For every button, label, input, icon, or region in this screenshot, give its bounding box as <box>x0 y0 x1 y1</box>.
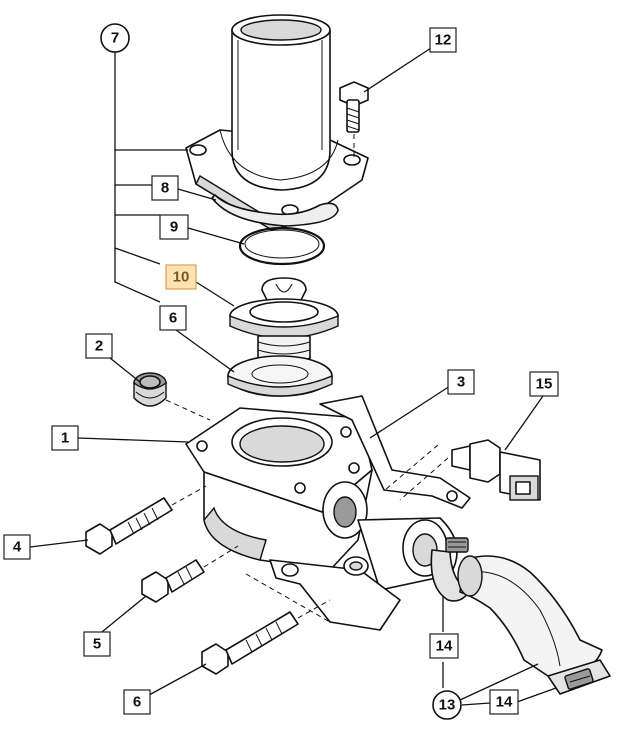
callout-4-text: 4 <box>13 539 22 556</box>
callout-2[interactable]: 2 <box>85 333 113 359</box>
leader-lines <box>29 47 557 706</box>
callout-15-text: 15 <box>536 376 553 393</box>
callout-5[interactable]: 5 <box>83 631 111 657</box>
callout-2-text: 2 <box>95 338 103 355</box>
part-13-hose[interactable] <box>457 555 603 681</box>
part-15-temp-sensor[interactable] <box>451 439 541 501</box>
part-2-plug[interactable] <box>133 372 167 407</box>
callout-10-text: 10 <box>173 269 190 286</box>
part-6-bolt[interactable] <box>201 611 299 675</box>
callout-1[interactable]: 1 <box>51 425 79 451</box>
part-9-gasket[interactable] <box>227 355 333 397</box>
part-4-bolt[interactable] <box>85 497 173 555</box>
part-8-o-ring[interactable] <box>211 194 339 227</box>
part-12-bolt[interactable] <box>339 81 369 133</box>
callout-7-text: 7 <box>111 30 119 47</box>
callout-11[interactable]: 9 <box>159 214 189 240</box>
callout-12[interactable]: 12 <box>429 27 457 53</box>
callout-15[interactable]: 15 <box>529 371 559 397</box>
callout-14-upper[interactable]: 14 <box>429 633 459 659</box>
part-5-bolt[interactable] <box>141 559 205 603</box>
callout-6[interactable]: 6 <box>123 689 151 715</box>
callout-5-text: 5 <box>93 636 101 653</box>
callout-14-upper-text: 14 <box>436 638 453 655</box>
callout-6-text: 6 <box>133 694 141 711</box>
callout-8-text: 8 <box>161 180 169 197</box>
callout-14-lower-text: 14 <box>496 694 513 711</box>
callout-11-text: 9 <box>170 219 178 236</box>
callout-13-text: 13 <box>439 697 456 714</box>
callout-3[interactable]: 3 <box>447 369 475 395</box>
callout-1-text: 1 <box>61 430 69 447</box>
callout-7[interactable]: 7 <box>100 23 130 53</box>
part-10-thermostat[interactable] <box>229 277 339 381</box>
part-11-seal-ring[interactable] <box>238 226 326 266</box>
callout-9-text: 6 <box>169 310 177 327</box>
callout-8[interactable]: 8 <box>151 175 179 201</box>
callout-13[interactable]: 13 <box>432 690 462 720</box>
callout-14-lower[interactable]: 14 <box>489 689 519 715</box>
assembly-guide-lines <box>165 134 449 623</box>
callout-10[interactable]: 10 <box>165 264 197 290</box>
callout-9[interactable]: 6 <box>159 305 187 331</box>
callout-4[interactable]: 4 <box>3 534 31 560</box>
callout-12-text: 12 <box>435 32 452 49</box>
callout-3-text: 3 <box>457 374 465 391</box>
part-1-housing-body[interactable] <box>185 407 458 631</box>
